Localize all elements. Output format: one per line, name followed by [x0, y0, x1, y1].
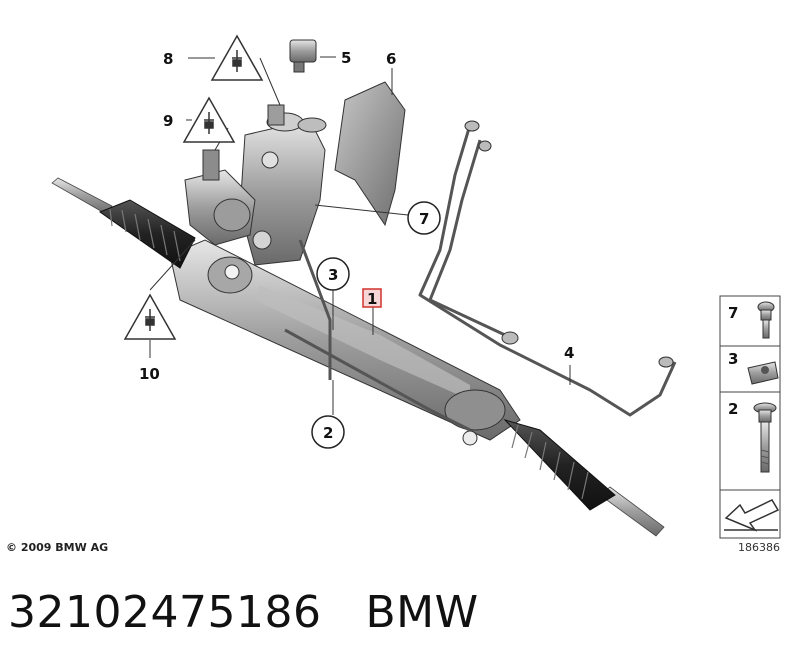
parts-legend: 7 3 2: [719, 295, 781, 539]
part-number: 32102475186: [8, 587, 322, 638]
callout-1-highlight[interactable]: 1: [362, 288, 382, 308]
clip-nut-icon-3: [747, 361, 779, 385]
connector-triangle-9: [182, 96, 236, 143]
servotronic-actuator: [184, 149, 256, 246]
callout-1: 1: [367, 290, 377, 308]
callout-8: 8: [163, 50, 173, 68]
diagram-number: 186386: [738, 541, 780, 554]
callout-7-circle: 7: [407, 201, 441, 235]
brand-name: BMW: [365, 587, 479, 638]
callout-9: 9: [163, 112, 173, 130]
bellows-left: [98, 199, 196, 269]
callout-3: 3: [328, 266, 338, 284]
callout-3-circle: 3: [316, 257, 350, 291]
caption: 32102475186 BMW: [8, 587, 523, 638]
direction-arrow-icon: [724, 499, 780, 532]
callout-7: 7: [419, 210, 429, 228]
legend-label-3: 3: [728, 350, 738, 368]
hose-line: [284, 124, 677, 432]
callout-2-circle: 2: [311, 415, 345, 449]
bolt-icon-2: [753, 402, 777, 473]
solenoid-part-5: [289, 39, 317, 73]
tie-rod-left: [51, 177, 113, 215]
bellows-right: [503, 419, 616, 511]
connector-triangle-10: [123, 293, 177, 340]
callout-4: 4: [564, 344, 574, 362]
hose-fittings: [464, 120, 674, 368]
callout-5: 5: [341, 49, 351, 67]
heat-shield: [334, 81, 406, 227]
rack-housing: [169, 239, 521, 446]
callout-6: 6: [386, 50, 396, 68]
leader-lines: [149, 56, 571, 415]
copyright-notice: © 2009 BMW AG: [6, 541, 109, 554]
legend-label-2: 2: [728, 400, 738, 418]
connector-triangle-8: [210, 34, 264, 81]
bolt-icon-7: [757, 301, 775, 339]
valve-housing: [239, 104, 327, 266]
callout-2: 2: [323, 424, 333, 442]
callout-10: 10: [139, 365, 160, 383]
legend-label-7: 7: [728, 304, 738, 322]
